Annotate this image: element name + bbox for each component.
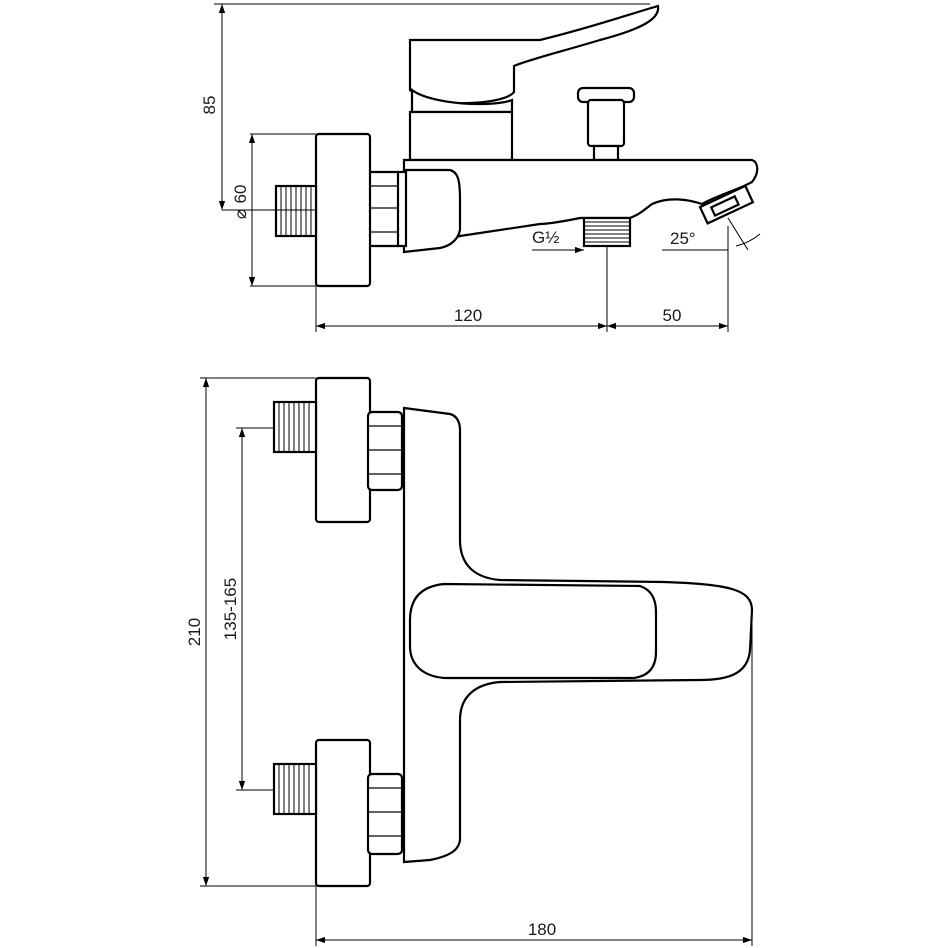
hex-nut-side — [366, 170, 408, 248]
dim-label-180: 180 — [528, 920, 556, 939]
eccentric-flange-upper — [314, 376, 372, 524]
thread-label: G½ — [532, 228, 559, 247]
shower-outlet — [582, 216, 632, 248]
hex-nut-lower — [366, 772, 404, 856]
dim-label-210: 210 — [185, 618, 204, 646]
dim-label-diameter: ⌀ 60 — [231, 185, 250, 220]
side-view: 85 ⌀ 60 G½ 25° 120 50 — [200, 3, 761, 332]
outlet-thread — [584, 221, 630, 243]
angle-label: 25° — [670, 229, 696, 248]
angle-arc — [735, 233, 761, 247]
threaded-pipe-side — [274, 184, 318, 238]
dim-label-60: 60 — [231, 185, 250, 204]
diverter-knob-base — [592, 144, 620, 162]
dim-label-135-165: 135-165 — [221, 578, 240, 640]
cartridge-body — [408, 110, 514, 162]
dim-label-120: 120 — [454, 306, 482, 325]
lever-handle-front — [408, 582, 658, 680]
eccentric-flange-lower — [314, 738, 372, 888]
lever-neck — [410, 87, 514, 114]
threaded-pipe-upper — [272, 400, 318, 454]
hex-nut-upper — [366, 410, 404, 492]
lever-handle-side — [408, 4, 660, 105]
lower-connection — [272, 738, 404, 888]
mixer-body-side — [402, 158, 759, 250]
diameter-symbol: ⌀ — [231, 209, 250, 219]
upper-connection — [272, 376, 404, 524]
angle-leader — [727, 217, 749, 251]
escutcheon-side — [402, 168, 462, 254]
dim-label-85: 85 — [200, 96, 219, 115]
diverter-knob-stem — [586, 98, 626, 148]
spout-aerator — [698, 184, 755, 225]
threaded-pipe-lower — [272, 762, 318, 816]
eccentric-flange-side — [314, 132, 372, 288]
front-view: 210 135-165 180 — [185, 376, 754, 946]
dim-label-50: 50 — [663, 306, 682, 325]
